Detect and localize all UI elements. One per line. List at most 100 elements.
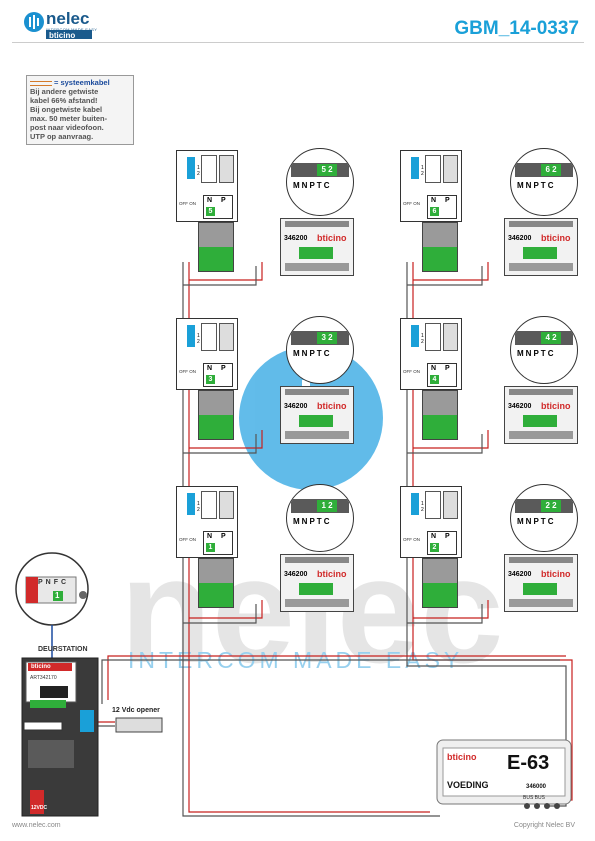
module-brand: bticino <box>317 401 347 411</box>
connector-block <box>198 222 234 272</box>
dip-switch-label: OFF ON <box>403 369 420 374</box>
terminal-box: N P 1 <box>203 531 233 555</box>
handset-body-icon <box>443 323 458 351</box>
zoom-interface-labels: MNPTC <box>293 517 332 526</box>
module-model: 346200 <box>508 571 532 578</box>
module-model: 346200 <box>284 571 308 578</box>
module-brand: bticino <box>541 233 571 243</box>
zoom-interface-labels: MNPTC <box>517 517 556 526</box>
terminal-n: N <box>207 533 213 540</box>
zoom-value: 1 <box>55 591 60 600</box>
module-bottom-icon <box>285 599 349 607</box>
module-brand: bticino <box>541 401 571 411</box>
zoom-code: 5 2 <box>317 164 337 176</box>
handset-icon <box>201 491 217 519</box>
connector-bottom-icon <box>199 247 233 271</box>
connector-bottom-icon <box>423 247 457 271</box>
note-line-1: Bij andere getwiste <box>30 87 99 96</box>
zoom-bubble: 3 2 MNPTC <box>286 316 354 384</box>
note-line-6: UTP op aanvraag. <box>30 132 94 141</box>
module-model: 346200 <box>284 403 308 410</box>
handset-body-icon <box>219 155 234 183</box>
module-brand: bticino <box>317 233 347 243</box>
door-station-tag: 12VDC <box>31 805 48 811</box>
zoom-code: 3 2 <box>317 332 337 344</box>
handset-body-icon <box>443 491 458 519</box>
logo-name: nelec <box>46 9 90 28</box>
note-line-2: kabel 66% afstand! <box>30 96 98 105</box>
zoom-code: 4 2 <box>541 332 561 344</box>
note-label: = systeemkabel <box>54 78 110 87</box>
zoom-label-p: P <box>38 579 46 586</box>
connector-bottom-icon <box>423 415 457 439</box>
connector-top-icon <box>423 391 457 415</box>
connector-bottom-icon <box>199 583 233 607</box>
handset-body-icon <box>219 491 234 519</box>
terminal-box: N P 4 <box>427 363 457 387</box>
connector-top-icon <box>423 223 457 247</box>
handset-icon <box>425 323 441 351</box>
terminal-box: N P 2 <box>427 531 457 555</box>
module-model: 346200 <box>508 235 532 242</box>
door-station <box>21 657 99 817</box>
jack-block-icon <box>187 493 195 515</box>
zoom-code: 2 2 <box>541 500 561 512</box>
door-zoom-bubble <box>15 552 89 660</box>
unit-id-badge: 2 <box>430 543 439 552</box>
connector-block <box>422 222 458 272</box>
jack-block-icon <box>411 325 419 347</box>
door-station-brand: bticino <box>31 664 51 670</box>
interface-module: 346200 bticino <box>504 554 578 612</box>
module-brand: bticino <box>317 569 347 579</box>
unit-id-badge: 4 <box>430 375 439 384</box>
nelec-logo-icon <box>24 12 44 32</box>
connector-top-icon <box>199 559 233 583</box>
zoom-label-c: C <box>61 579 70 586</box>
connector-top-icon <box>199 223 233 247</box>
zoom-code: 6 2 <box>541 164 561 176</box>
terminal-p: P <box>221 197 226 204</box>
connector-bottom-icon <box>423 583 457 607</box>
module-top-icon <box>285 221 349 227</box>
zoom-terminal-labels: PNFC <box>38 579 69 586</box>
unit-id-badge: 5 <box>206 207 215 216</box>
header-divider <box>12 42 584 43</box>
zoom-interface-labels: MNPTC <box>293 181 332 190</box>
zoom-interface-labels: MNPTC <box>517 349 556 358</box>
wiring <box>82 262 573 817</box>
connector-top-icon <box>423 559 457 583</box>
connector-block <box>198 390 234 440</box>
handset-body-icon <box>443 155 458 183</box>
module-top-icon <box>509 557 573 563</box>
jack-block-icon <box>411 157 419 179</box>
interface-module: 346200 bticino <box>280 218 354 276</box>
note-line-4: max. 50 meter buiten- <box>30 114 108 123</box>
unit-id-badge: 3 <box>206 375 215 384</box>
terminal-p: P <box>445 197 450 204</box>
power-supply <box>436 739 572 809</box>
connector-block <box>422 390 458 440</box>
door-station-title: DEURSTATION <box>38 646 88 653</box>
module-terminals-icon <box>523 583 557 595</box>
psu-model: 346000 <box>526 784 547 790</box>
logo-tagline: INTERCOM MADE EASY <box>46 27 98 32</box>
handset-icon <box>425 155 441 183</box>
cable-legend-icon <box>30 80 52 86</box>
zoom-label-f: F <box>53 579 62 586</box>
bticino-logo-box <box>46 30 92 39</box>
terminal-n: N <box>431 365 437 372</box>
module-bottom-icon <box>509 599 573 607</box>
connector-block <box>422 558 458 608</box>
terminal-n: N <box>207 365 213 372</box>
module-terminals-icon <box>523 415 557 427</box>
